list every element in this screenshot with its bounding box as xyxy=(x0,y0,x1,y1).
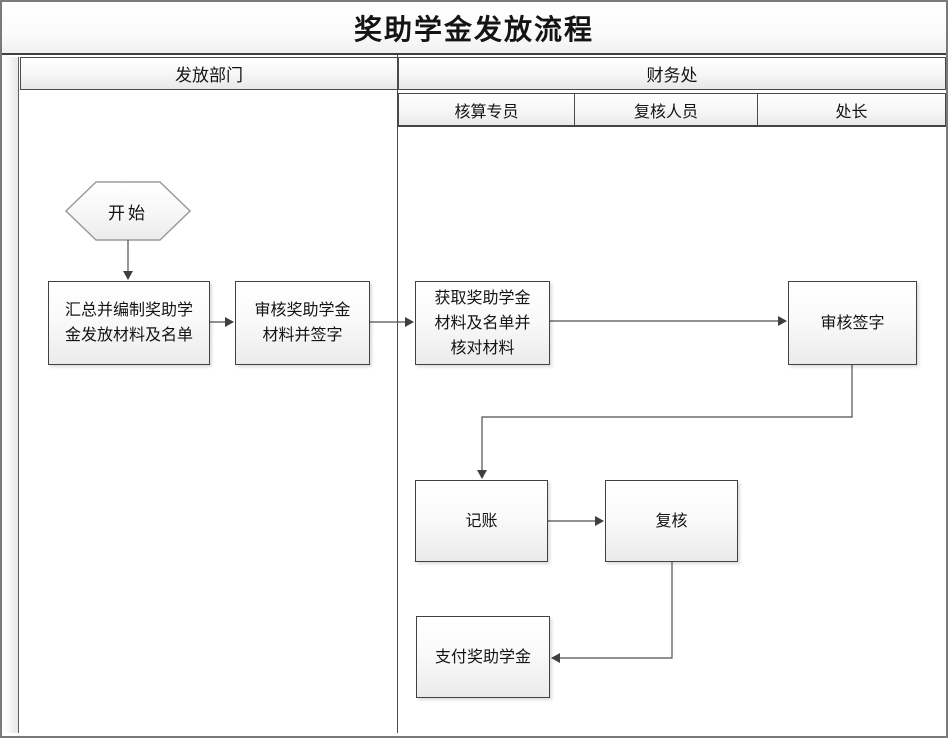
edge-audit-to-bookkeeping xyxy=(477,365,853,479)
sublane-header-reviewer: 复核人员 xyxy=(574,93,758,127)
lane-header-finance-label: 财务处 xyxy=(646,66,698,85)
lane-header-finance: 财务处 xyxy=(398,57,946,90)
sublane-accounting-label: 核算专员 xyxy=(454,103,519,121)
title-bar: 奖助学金发放流程 xyxy=(2,2,946,55)
sublane-reviewer-label: 复核人员 xyxy=(633,103,698,121)
start-node-label: 开始 xyxy=(108,203,148,223)
node-compile-materials: 汇总并编制奖助学金发放材料及名单 xyxy=(48,281,210,365)
node-obtain-and-check: 获取奖助学金材料及名单并核对材料 xyxy=(415,281,550,365)
node-obtain-and-check-label: 获取奖助学金材料及名单并核对材料 xyxy=(434,289,531,357)
node-review-and-sign-label: 审核奖助学金材料并签字 xyxy=(254,302,351,344)
sublane-header-accounting-specialist: 核算专员 xyxy=(398,93,575,127)
node-bookkeeping-label: 记账 xyxy=(465,512,498,530)
lane-divider xyxy=(397,55,398,733)
node-compile-materials-label: 汇总并编制奖助学金发放材料及名单 xyxy=(64,302,193,344)
node-audit-signature-label: 审核签字 xyxy=(820,314,885,332)
start-node: 开始 xyxy=(66,182,190,240)
node-pay-scholarship: 支付奖助学金 xyxy=(416,616,550,698)
node-recheck-label: 复核 xyxy=(655,512,688,530)
edge-recheck-to-pay xyxy=(551,562,673,663)
page-title: 奖助学金发放流程 xyxy=(353,14,594,46)
lane-header-department-label: 发放部门 xyxy=(175,66,243,85)
node-recheck: 复核 xyxy=(605,480,738,562)
node-pay-scholarship-label: 支付奖助学金 xyxy=(434,648,531,666)
lane-header-department: 发放部门 xyxy=(20,57,398,90)
node-bookkeeping: 记账 xyxy=(415,480,548,562)
sublane-header-director: 处长 xyxy=(757,93,946,127)
node-audit-signature: 审核签字 xyxy=(788,281,917,365)
phase-strip xyxy=(3,57,19,733)
sublane-director-label: 处长 xyxy=(835,103,868,121)
node-review-and-sign: 审核奖助学金材料并签字 xyxy=(235,281,370,365)
